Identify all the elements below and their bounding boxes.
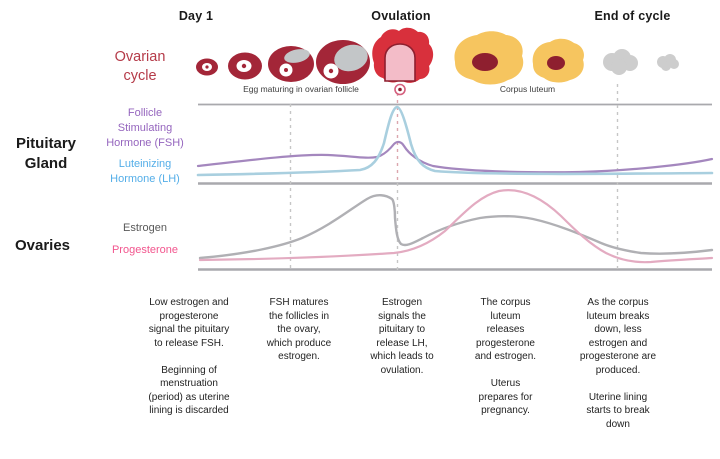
degenerating-corpus-1-icon [603, 49, 638, 75]
lh-label: Luteinizing Hormone (LH) [110, 158, 180, 185]
corpus-luteum-large-icon [454, 31, 524, 85]
lh-curve [196, 105, 714, 177]
follicle-stage-1-icon [196, 58, 218, 76]
progesterone-curve [198, 189, 714, 264]
annotation-cycle-end: As the corpus luteum breaks down, less e… [579, 297, 657, 430]
released-egg-icon [394, 83, 406, 96]
ovarian-cycle-label: Ovarian cycle [114, 49, 166, 84]
estrogen-curve [198, 194, 714, 260]
annotation-corpus-luteum: The corpus luteum releases progesterone … [474, 297, 537, 416]
annotation-fsh-matures: FSH matures the follicles in the ovary, … [266, 297, 332, 362]
degenerating-corpus-2-icon [657, 54, 679, 71]
corpus-luteum-small-icon [532, 38, 584, 83]
egg-maturing-caption: Egg maturing in ovarian follicle [243, 84, 359, 94]
annotation-menstruation: Low estrogen and progesterone signal the… [148, 297, 230, 416]
estrogen-label: Estrogen [122, 222, 168, 234]
day1-header: Day 1 [178, 9, 214, 23]
ovaries-label: Ovaries [14, 237, 71, 254]
fsh-curve [196, 140, 714, 174]
follicle-stage-3-icon [268, 46, 314, 82]
ovulation-follicle-icon [372, 27, 434, 83]
annotation-estrogen-lh: Estrogen signals the pituitary to releas… [370, 297, 434, 376]
progesterone-label: Progesterone [111, 244, 179, 256]
end-of-cycle-header: End of cycle [594, 9, 671, 23]
fsh-label: Follicle Stimulating Hormone (FSH) [106, 107, 184, 149]
corpus-luteum-caption: Corpus luteum [499, 84, 556, 94]
follicle-stage-2-icon [228, 52, 262, 80]
ovulation-header: Ovulation [371, 9, 431, 23]
pituitary-gland-label: Pituitary Gland [15, 135, 76, 172]
follicle-stage-4-icon [316, 40, 370, 84]
